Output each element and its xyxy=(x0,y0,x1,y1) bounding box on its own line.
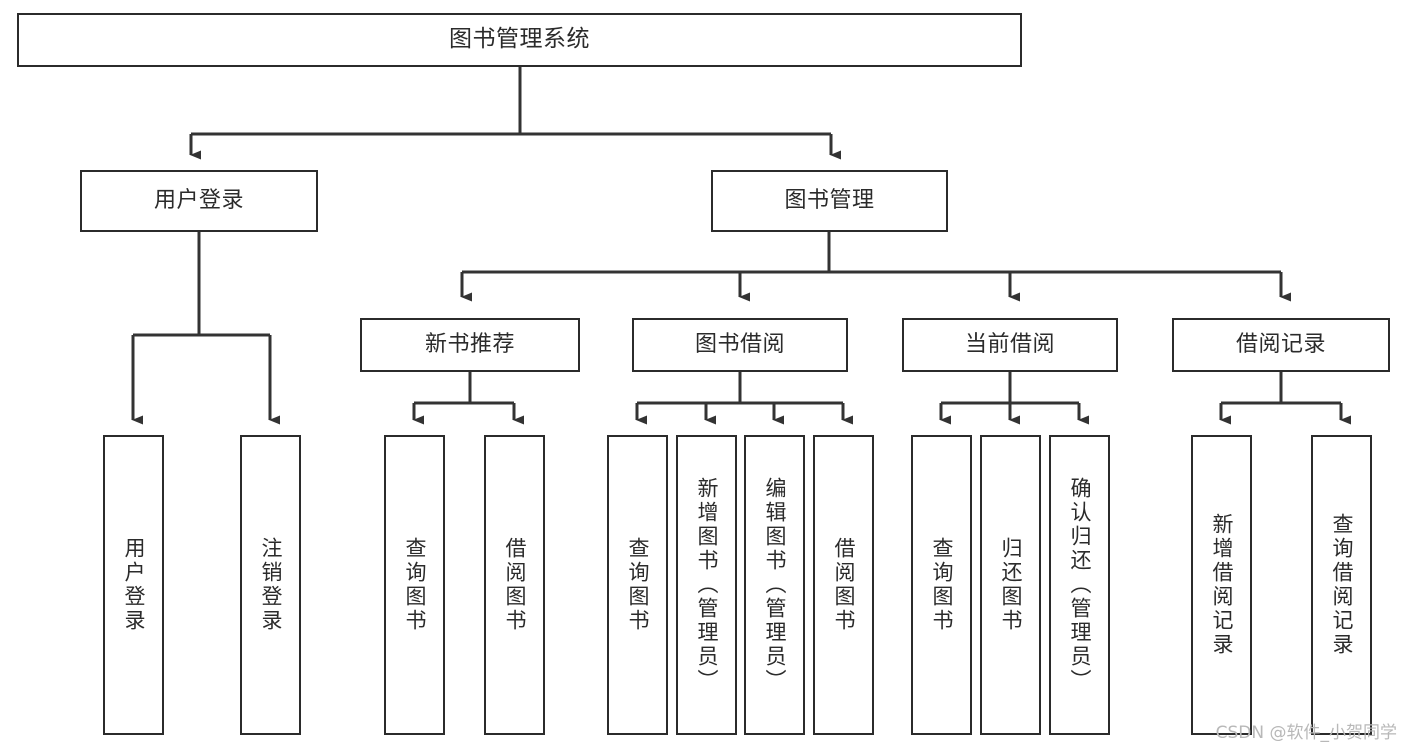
node-leaf-confirm-return-admin[interactable]: 确认归还（管理员） xyxy=(1049,435,1110,735)
node-label: 用户登录 xyxy=(122,537,146,633)
node-leaf-borrow-book-b[interactable]: 借阅图书 xyxy=(813,435,874,735)
node-leaf-edit-book-admin[interactable]: 编辑图书（管理员） xyxy=(744,435,805,735)
node-label: 用户登录 xyxy=(153,187,244,213)
node-user-login[interactable]: 用户登录 xyxy=(80,170,318,232)
node-label: 当前借阅 xyxy=(964,331,1055,357)
node-label: 借阅图书 xyxy=(503,537,527,633)
node-label: 图书管理系统 xyxy=(449,26,590,53)
node-label: 借阅图书 xyxy=(832,537,856,633)
node-label: 确认归还（管理员） xyxy=(1068,477,1092,693)
node-leaf-borrow-book-a[interactable]: 借阅图书 xyxy=(484,435,545,735)
node-leaf-query-book-a[interactable]: 查询图书 xyxy=(384,435,445,735)
node-label: 图书管理 xyxy=(784,187,875,213)
node-label: 新增图书（管理员） xyxy=(695,477,719,693)
node-leaf-user-login[interactable]: 用户登录 xyxy=(103,435,164,735)
node-book-management[interactable]: 图书管理 xyxy=(711,170,948,232)
node-label: 注销登录 xyxy=(259,537,283,633)
node-borrowing-record[interactable]: 借阅记录 xyxy=(1172,318,1390,372)
node-label: 新书推荐 xyxy=(424,331,515,357)
node-current-borrowing[interactable]: 当前借阅 xyxy=(902,318,1118,372)
node-leaf-query-borrow-record[interactable]: 查询借阅记录 xyxy=(1311,435,1372,735)
node-label: 查询图书 xyxy=(403,537,427,633)
node-leaf-logout[interactable]: 注销登录 xyxy=(240,435,301,735)
node-label: 图书借阅 xyxy=(694,331,785,357)
node-leaf-return-book[interactable]: 归还图书 xyxy=(980,435,1041,735)
node-label: 借阅记录 xyxy=(1235,331,1326,357)
node-label: 归还图书 xyxy=(999,537,1023,633)
node-leaf-query-book-b[interactable]: 查询图书 xyxy=(607,435,668,735)
node-new-book-recommendation[interactable]: 新书推荐 xyxy=(360,318,580,372)
csdn-watermark: CSDN @软件_小贺同学 xyxy=(1215,723,1397,743)
node-label: 查询图书 xyxy=(930,537,954,633)
node-root-book-management-system[interactable]: 图书管理系统 xyxy=(17,13,1022,67)
node-leaf-add-borrow-record[interactable]: 新增借阅记录 xyxy=(1191,435,1252,735)
node-label: 查询借阅记录 xyxy=(1330,513,1354,657)
node-label: 编辑图书（管理员） xyxy=(763,477,787,693)
node-book-borrowing[interactable]: 图书借阅 xyxy=(632,318,848,372)
node-label: 查询图书 xyxy=(626,537,650,633)
node-label: 新增借阅记录 xyxy=(1210,513,1234,657)
node-leaf-add-book-admin[interactable]: 新增图书（管理员） xyxy=(676,435,737,735)
node-leaf-query-book-c[interactable]: 查询图书 xyxy=(911,435,972,735)
